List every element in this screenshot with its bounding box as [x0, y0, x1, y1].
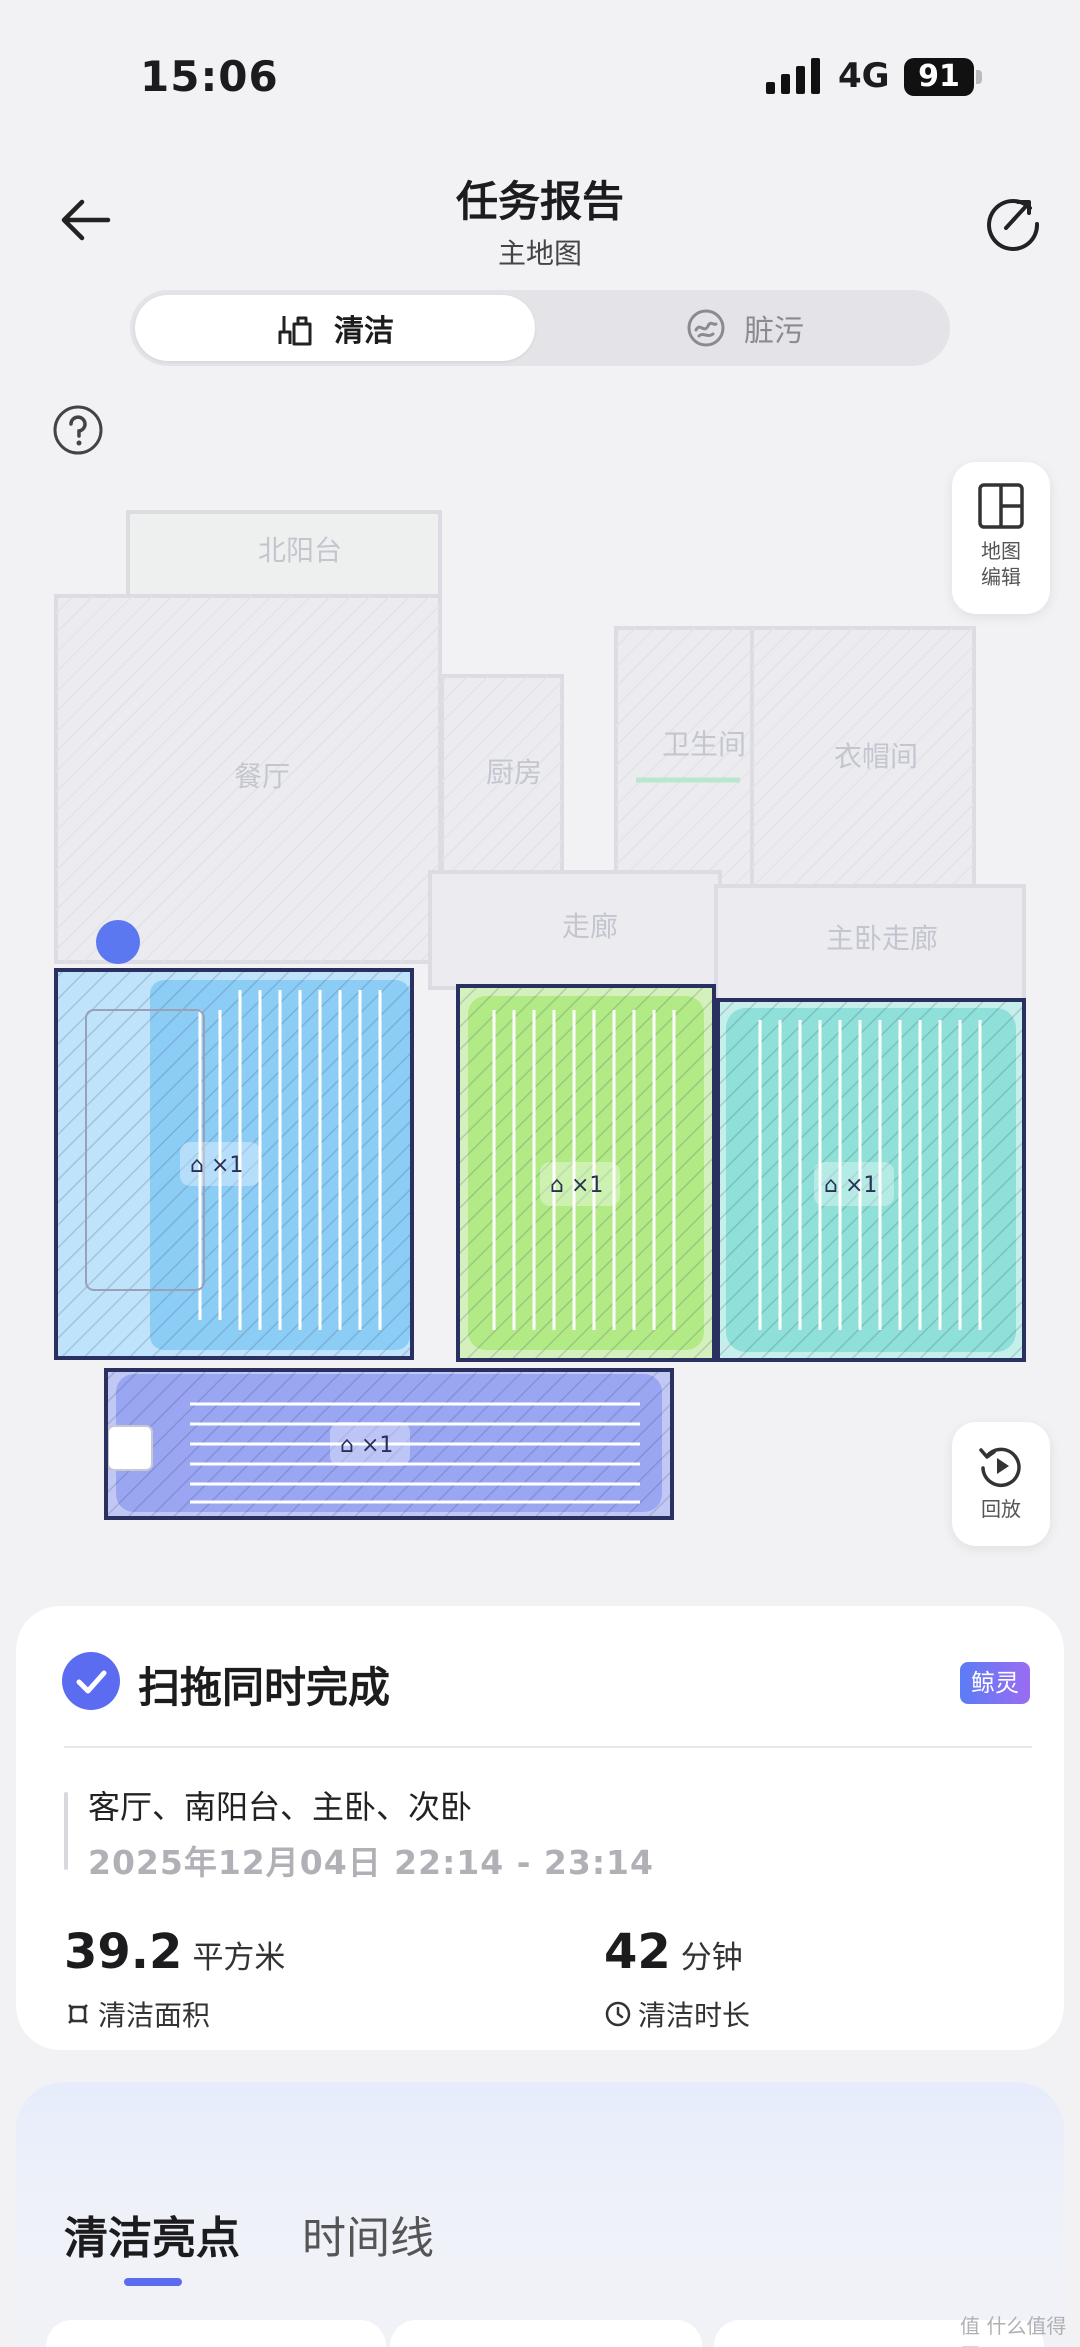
map-edit-label-2: 编辑	[981, 565, 1021, 589]
label-master-corridor: 主卧走廊	[826, 922, 938, 955]
mode-tabs: 清洁 脏污	[130, 290, 950, 366]
label-north-balcony: 北阳台	[258, 534, 342, 567]
dining-dots	[86, 650, 144, 760]
dock-station-icon	[107, 1425, 153, 1471]
uncleaned-rooms	[54, 510, 1026, 1004]
tab-highlights[interactable]: 清洁亮点	[64, 2213, 240, 2264]
living-clean-count: ⌂ ×1	[190, 1153, 243, 1178]
area-icon	[68, 2004, 88, 2024]
status-bar: 15:06 4G 91	[0, 0, 1080, 150]
duration-label-row: 清洁时长	[604, 1994, 750, 2034]
replay-label: 回放	[981, 1497, 1021, 1521]
check-icon	[62, 1652, 120, 1710]
room-labels: 北阳台 餐厅 厨房 卫生间 衣帽间 走廊 主卧走廊	[234, 534, 938, 955]
divider	[64, 1746, 1032, 1748]
summary-title: 扫拖同时完成	[138, 1663, 391, 1712]
signal-icon	[766, 58, 820, 94]
tab-clean-label: 清洁	[334, 314, 394, 349]
help-icon[interactable]	[52, 404, 104, 456]
label-dining: 餐厅	[234, 760, 290, 793]
area-label-row: 清洁面积	[64, 1994, 210, 2034]
tab-timeline[interactable]: 时间线	[302, 2213, 434, 2264]
map-edit-label-1: 地图	[981, 539, 1021, 563]
highlight-chip[interactable]: 识别到障碍物	[390, 2320, 702, 2347]
master-bedroom-path	[758, 1020, 982, 1330]
network-type: 4G	[838, 56, 890, 96]
brand-badge: 鲸灵	[960, 1662, 1030, 1704]
cleaned-rooms-text: 客厅、南阳台、主卧、次卧	[88, 1788, 473, 1826]
time-range: 2025年12月04日 22:14 - 23:14	[88, 1843, 654, 1882]
highlight-chip[interactable]: 巴氏高温消毒洗	[714, 2320, 1044, 2347]
master-bedroom-clean-count: ⌂ ×1	[824, 1173, 877, 1198]
highlight-chip[interactable]: 脏污检测	[46, 2320, 386, 2347]
south-balcony-clean-count: ⌂ ×1	[340, 1433, 393, 1458]
label-cloakroom: 衣帽间	[834, 740, 918, 773]
map-layout-icon	[978, 483, 1024, 529]
tab-dirt-label: 脏污	[744, 314, 804, 349]
battery-icon: 91	[904, 58, 974, 96]
area-unit: 平方米	[192, 1940, 286, 1976]
clock-icon	[605, 2001, 631, 2027]
room-corridor	[428, 870, 722, 990]
duration-label: 清洁时长	[638, 1999, 751, 2032]
second-bedroom-clean-count: ⌂ ×1	[550, 1173, 603, 1198]
label-kitchen: 厨房	[486, 756, 542, 789]
room-south-balcony: ⌂ ×1	[104, 1368, 674, 1520]
dirt-icon	[687, 309, 725, 347]
duration-unit: 分钟	[680, 1940, 743, 1976]
label-corridor: 走廊	[562, 910, 618, 943]
room-master-bedroom: ⌂ ×1	[716, 998, 1026, 1362]
living-path	[198, 990, 382, 1330]
room-master-corridor	[714, 884, 1026, 1004]
area-value: 39.2	[64, 1924, 183, 1980]
active-tab-indicator	[124, 2278, 182, 2286]
area-label: 清洁面积	[98, 1999, 211, 2032]
replay-icon	[979, 1447, 1021, 1488]
battery-tip	[976, 70, 982, 84]
map-edit-button[interactable]: 地图 编辑	[952, 462, 1050, 614]
highlights-section: 清洁亮点 时间线 脏污检测 识别到障碍物 巴氏高温消毒洗	[16, 2082, 1064, 2347]
duration-value: 42	[604, 1924, 671, 1980]
watermark: 值 什么值得买	[960, 2314, 1067, 2347]
status-time: 15:06	[140, 52, 279, 101]
room-living: ⌂ ×1	[54, 920, 414, 1360]
summary-card: 扫拖同时完成 鲸灵 客厅、南阳台、主卧、次卧 2025年12月04日 22:14…	[16, 1606, 1064, 2050]
replay-button[interactable]: 回放	[952, 1422, 1050, 1546]
robot-position-icon	[96, 920, 140, 964]
cleaning-map: 北阳台 餐厅 厨房 卫生间 衣帽间 走廊 主卧走廊 ⌂ ×1 ⌂ ×1	[54, 510, 1026, 1520]
page-subtitle: 主地图	[497, 237, 582, 270]
rooms-bar	[64, 1792, 68, 1870]
page-title: 任务报告	[455, 177, 624, 226]
tab-clean[interactable]: 清洁	[135, 295, 535, 361]
label-bathroom: 卫生间	[662, 728, 746, 761]
second-bedroom-path	[492, 1010, 676, 1330]
room-second-bedroom: ⌂ ×1	[456, 984, 716, 1362]
back-arrow-icon[interactable]	[56, 190, 116, 250]
clean-icon	[278, 316, 312, 346]
south-balcony-path	[190, 1402, 640, 1504]
share-icon[interactable]	[982, 190, 1044, 252]
tab-dirt[interactable]: 脏污	[545, 295, 945, 361]
